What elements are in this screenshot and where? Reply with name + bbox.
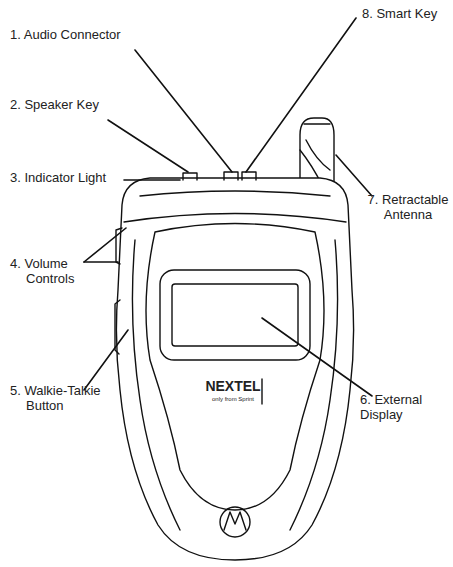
leader-line <box>84 330 128 390</box>
callout-label: 2. Speaker Key <box>10 97 150 112</box>
leader-line <box>262 318 372 396</box>
leader-line <box>246 18 356 172</box>
leader-lines <box>84 18 372 396</box>
leader-line <box>108 120 188 172</box>
brand-text: NEXTEL <box>205 378 261 395</box>
leader-line <box>84 228 126 262</box>
callout-label: 6. External Display <box>360 392 450 422</box>
front-panel <box>146 224 324 511</box>
side-contour-left <box>132 240 180 530</box>
leader-line <box>84 261 118 263</box>
callout-label: 3. Indicator Light <box>10 170 150 185</box>
phone-body <box>116 178 353 560</box>
external-display <box>172 284 298 346</box>
side-contour-right <box>290 240 338 530</box>
display-bezel <box>160 270 310 360</box>
logo-circle <box>220 507 250 537</box>
leader-line <box>124 179 180 181</box>
callout-label: 4. Volume Controls <box>10 256 106 286</box>
brand-text: only from Sprint <box>205 396 261 403</box>
brand-divider <box>261 379 262 404</box>
leader-line <box>336 155 372 196</box>
logo-m <box>224 512 246 530</box>
antenna-detail <box>300 124 330 185</box>
callout-label: 8. Smart Key <box>362 6 453 21</box>
callout-label: 5. Walkie-Talkie Button <box>10 383 138 413</box>
callout-label: 7. Retractable Antenna <box>358 192 453 222</box>
callout-label: 1. Audio Connector <box>10 27 180 42</box>
top-buttons <box>183 172 256 180</box>
hinge <box>124 214 346 223</box>
leader-line <box>135 50 232 172</box>
hinge-inner <box>140 191 330 196</box>
